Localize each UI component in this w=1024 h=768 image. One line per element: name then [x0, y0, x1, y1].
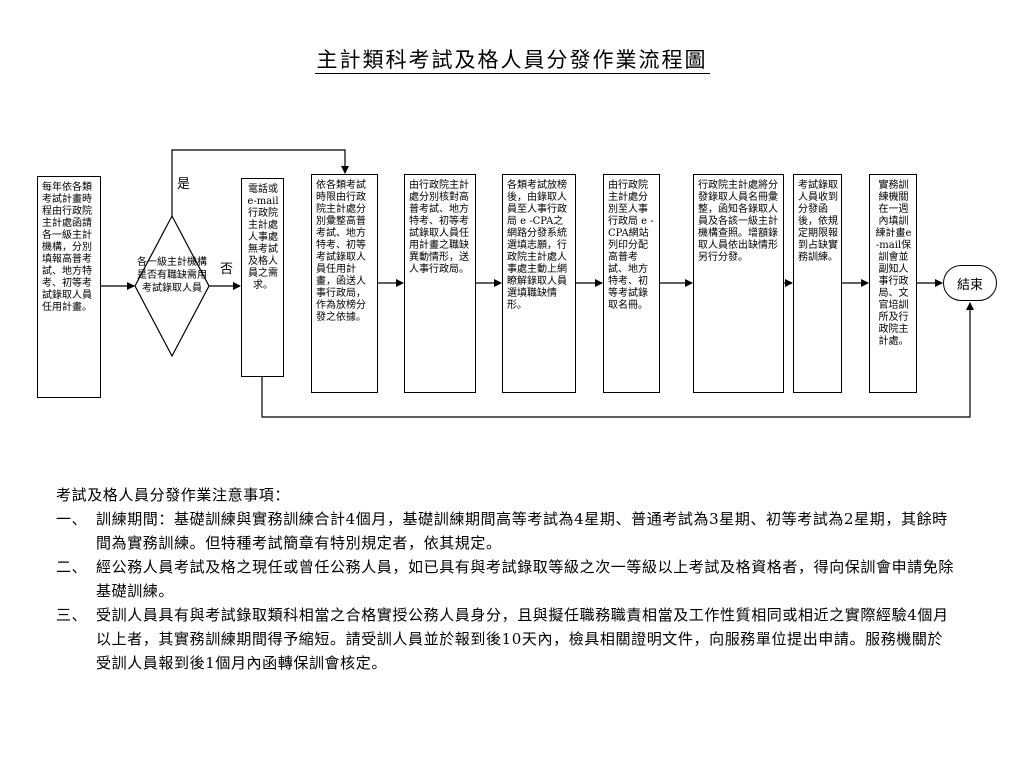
- no-label: 否: [220, 262, 234, 277]
- arrow-decision-yes: [171, 149, 349, 216]
- step-7-box: 實務訓練機關在一週內填訓練計畫e-mail保訓會並副知人事行政局、文官培訓所及行…: [869, 174, 917, 393]
- notes-heading: 考試及格人員分發作業注意事項：: [56, 486, 291, 504]
- decision-diamond: [134, 214, 210, 358]
- step-1-box: 依各類考試時限由行政院主計處分別彙整高普考試、地方特考、初等考試錄取人員任用計畫…: [311, 174, 378, 393]
- note-number: 一、: [56, 510, 88, 528]
- yes-label: 是: [177, 177, 191, 192]
- step-3-box: 各類考試放榜後，由錄取人員至人事行政局 e -CPA之網路分發系統選填志願，行政…: [502, 174, 576, 393]
- note-item-2: 二、 經公務人員考試及格之現任或曾任公務人員，如已具有與考試錄取等級之次一等級以…: [56, 555, 956, 603]
- notes-section: 考試及格人員分發作業注意事項： 一、 訓練期間：基礎訓練與實務訓練合計4個月，基…: [56, 483, 956, 675]
- step-4-box: 由行政院主計處分別至人事行政局 e -CPA網站列印分配高普考試、地方特考、初等…: [603, 174, 660, 393]
- step-2-box: 由行政院主計處分別核對高普考試、地方特考、初等考試錄取人員任用計畫之職缺異動情形…: [404, 174, 476, 393]
- page-title: 主計類科考試及格人員分發作業流程圖: [0, 44, 1024, 74]
- arrow-no-to-end: [261, 302, 974, 418]
- page-title-text: 主計類科考試及格人員分發作業流程圖: [314, 48, 710, 74]
- start-box: 每年依各類考試計畫時程由行政院主計處函請各一級主計機構，分別填報高普考試、地方特…: [37, 176, 101, 398]
- step-5-box: 行政院主計處將分發錄取人員名冊彙整，函知各錄取人員及各該一級主計機構查照。增額錄…: [693, 174, 784, 393]
- note-text: 訓練期間：基礎訓練與實務訓練合計4個月，基礎訓練期間高等考試為4星期、普通考試為…: [96, 510, 948, 552]
- note-number: 三、: [56, 606, 88, 624]
- note-text: 受訓人員具有與考試錄取類科相當之合格實授公務人員身分，且與擬任職務職責相當及工作…: [96, 606, 949, 672]
- note-text: 經公務人員考試及格之現任或曾任公務人員，如已具有與考試錄取等級之次一等級以上考試…: [96, 558, 955, 600]
- note-number: 二、: [56, 558, 88, 576]
- end-node: 結束: [943, 265, 997, 301]
- step-6-box: 考試錄取人員收到分發函後，依規定期限報到占缺實務訓練。: [793, 174, 842, 393]
- no-branch-box: 電話或e-mail行政院主計處人事處無考試及格人員之需求。: [241, 178, 284, 377]
- decision-text: 各一級主計機構是否有職缺需用考試錄取人員: [137, 257, 207, 294]
- note-item-3: 三、 受訓人員具有與考試錄取類科相當之合格實授公務人員身分，且與擬任職務職責相當…: [56, 603, 956, 675]
- note-item-1: 一、 訓練期間：基礎訓練與實務訓練合計4個月，基礎訓練期間高等考試為4星期、普通…: [56, 507, 956, 555]
